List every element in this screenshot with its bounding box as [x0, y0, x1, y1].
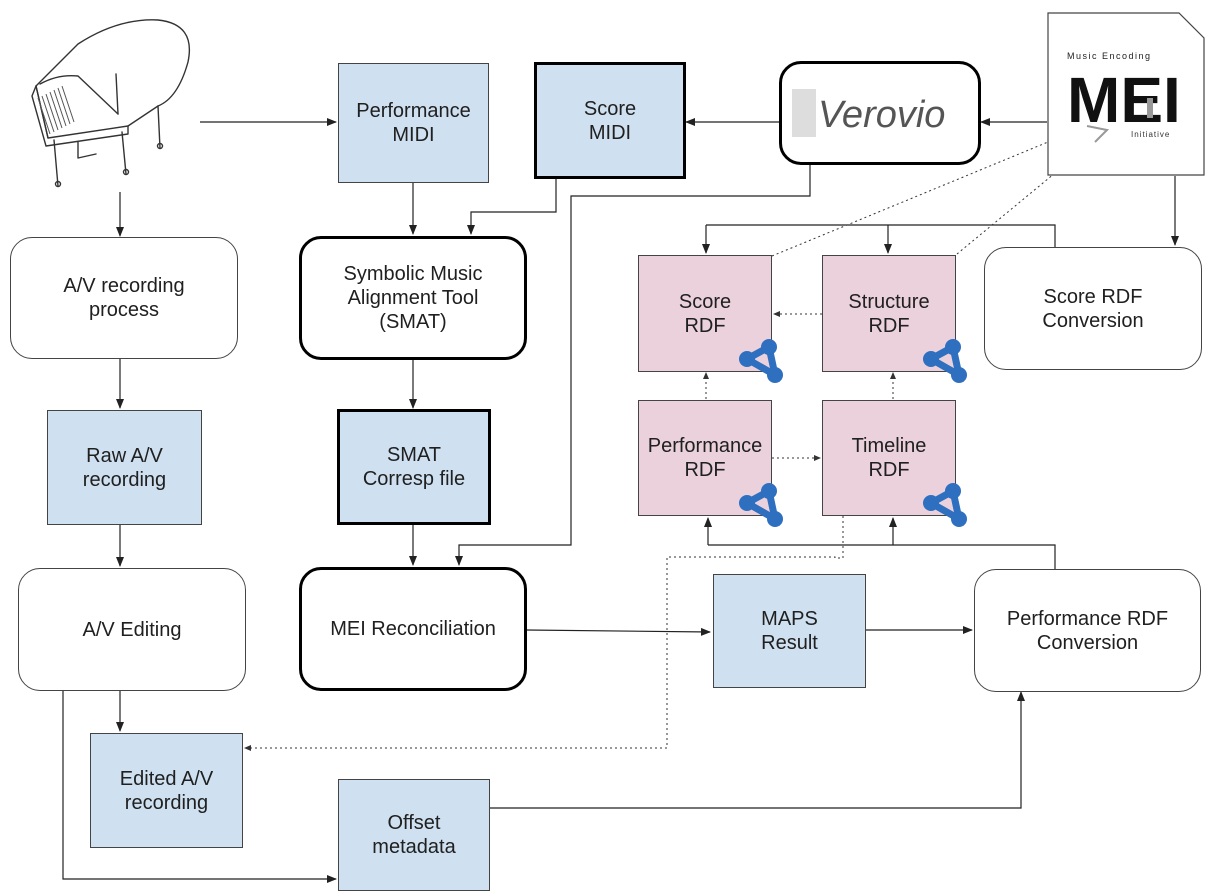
timeline-rdf-label: Timeline: [851, 435, 927, 457]
maps-result-box: MAPS Result: [713, 574, 866, 688]
rdf-network-icon: [923, 483, 967, 527]
verovio-logo: Verovio: [792, 89, 945, 137]
rdf-network-icon: [739, 483, 783, 527]
edited-av-label: recording: [124, 791, 209, 814]
edge-editing-to-offset: [62, 691, 337, 883]
score-rdf-conversion-box: Score RDF Conversion: [984, 247, 1202, 370]
smat-corresp-box: SMAT Corresp file: [337, 409, 491, 525]
performance-rdf-box: Performance RDF: [638, 400, 783, 527]
structure-rdf-label: Structure: [848, 290, 930, 313]
smat-tool-label: (SMAT): [379, 311, 447, 333]
mei-document-icon: Music Encoding MEI Initiative: [1047, 12, 1205, 176]
av-editing-box: A/V Editing: [18, 568, 246, 691]
edge-offset-to-conversion: [490, 691, 1025, 809]
av-recording-process-box: A/V recording process: [10, 237, 238, 359]
timeline-rdf-box: Timeline RDF: [822, 400, 967, 527]
mei-reconciliation-label: MEI Reconciliation: [330, 618, 496, 640]
edited-av-recording-box: Edited A/V recording: [90, 733, 243, 848]
svg-text:Music Encoding: Music Encoding: [1067, 51, 1152, 61]
av-recording-process-label: A/V recording: [63, 275, 185, 297]
performance-rdf-conversion-label: Performance RDF: [1006, 607, 1169, 630]
raw-av-label: recording: [82, 468, 167, 491]
maps-result-label: MAPS: [761, 608, 818, 630]
score-rdf-label: Score: [678, 290, 732, 313]
performance-rdf-label: Performance: [647, 435, 763, 457]
offset-metadata-label: metadata: [372, 836, 456, 858]
structure-rdf-label: RDF: [868, 314, 910, 337]
edge-score-midi-to-smat: [467, 179, 557, 235]
smat-tool-label: Symbolic Music: [343, 263, 483, 285]
offset-metadata-box: Offset metadata: [338, 779, 490, 891]
offset-metadata-label: Offset: [387, 812, 441, 834]
performance-rdf-conversion-label: Conversion: [1036, 631, 1139, 654]
rdf-network-icon: [739, 339, 783, 383]
timeline-rdf-label: RDF: [868, 459, 910, 481]
performance-rdf-label: RDF: [684, 459, 726, 481]
performance-midi-label: MIDI: [392, 124, 435, 146]
edge-verovio-to-reconciliation: [455, 165, 811, 566]
svg-text:Initiative: Initiative: [1131, 130, 1170, 139]
score-midi-label: MIDI: [588, 121, 632, 144]
piano-sketch-icon: [31, 19, 190, 188]
verovio-logo-box: Verovio: [779, 61, 981, 165]
performance-midi-label: Performance: [356, 100, 471, 122]
smat-corresp-label: SMAT: [386, 444, 442, 466]
edited-av-label: Edited A/V: [119, 767, 214, 790]
raw-av-label: Raw A/V: [86, 444, 163, 467]
raw-av-recording-box: Raw A/V recording: [47, 410, 202, 525]
mei-document: Music Encoding MEI Initiative: [1047, 12, 1205, 176]
edge-score-rdf-conversion-to-rdfs: [706, 224, 1056, 247]
smat-tool-box: Symbolic Music Alignment Tool (SMAT): [299, 236, 527, 360]
av-recording-process-label: process: [88, 299, 160, 321]
performance-midi-box: Performance MIDI: [338, 63, 489, 183]
score-rdf-box: Score RDF: [638, 255, 783, 383]
performance-rdf-conversion-box: Performance RDF Conversion: [974, 569, 1201, 692]
edge-reconciliation-to-maps: [525, 627, 711, 636]
svg-text:Verovio: Verovio: [818, 94, 945, 136]
dotted-timeline-to-edited-av: [244, 516, 844, 751]
maps-result-label: Result: [761, 632, 818, 654]
rdf-network-icon: [923, 339, 967, 383]
smat-corresp-label: Corresp file: [362, 468, 466, 490]
svg-text:MEI: MEI: [1067, 64, 1181, 136]
score-rdf-label: RDF: [684, 314, 726, 337]
structure-rdf-box: Structure RDF: [822, 255, 967, 383]
edge-conversion-to-rdfs: [708, 544, 1056, 569]
mei-reconciliation-box: MEI Reconciliation: [299, 567, 527, 691]
score-midi-label: Score: [583, 97, 637, 120]
score-rdf-conversion-label: Conversion: [1042, 309, 1144, 332]
score-midi-box: Score MIDI: [534, 62, 686, 179]
smat-tool-label: Alignment Tool: [347, 287, 479, 309]
score-rdf-conversion-label: Score RDF: [1043, 285, 1143, 308]
av-editing-label: A/V Editing: [82, 618, 182, 641]
